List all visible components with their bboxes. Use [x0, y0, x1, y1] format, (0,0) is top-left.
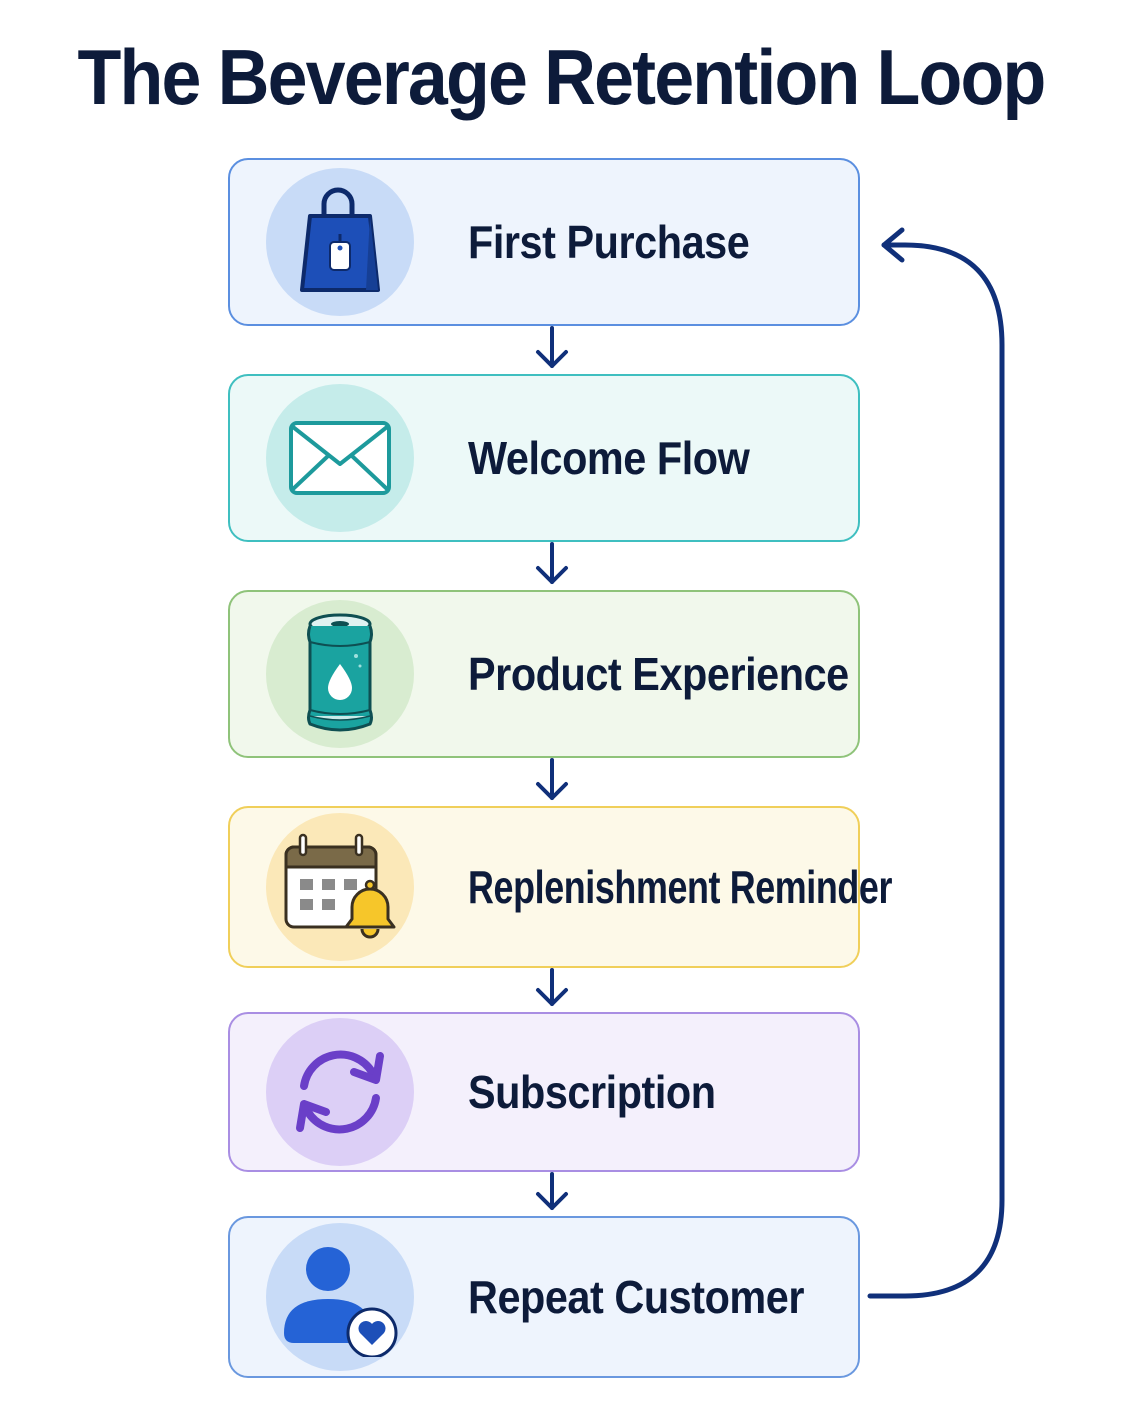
step-repeat-customer: Repeat Customer: [228, 1216, 860, 1378]
customer-heart-icon: [266, 1223, 414, 1371]
step-welcome-flow: Welcome Flow: [228, 374, 860, 542]
step-first-purchase: First Purchase: [228, 158, 860, 326]
down-arrow-4: [536, 968, 568, 1006]
loop-back-arrow: [867, 227, 1005, 1299]
step-product-experience: Product Experience: [228, 590, 860, 758]
step-label: Product Experience: [468, 648, 849, 700]
step-label: Subscription: [468, 1066, 716, 1118]
step-subscription: Subscription: [228, 1012, 860, 1172]
shopping-bag-icon: [266, 168, 414, 316]
beverage-can-icon: [266, 600, 414, 748]
calendar-bell-icon: [266, 813, 414, 961]
step-label: Replenishment Reminder: [468, 861, 893, 913]
diagram-title: The Beverage Retention Loop: [77, 33, 1046, 121]
step-label: Welcome Flow: [468, 432, 750, 484]
down-arrow-5: [536, 1172, 568, 1210]
envelope-icon: [266, 384, 414, 532]
refresh-cycle-icon: [266, 1018, 414, 1166]
down-arrow-1: [536, 326, 568, 368]
down-arrow-3: [536, 758, 568, 800]
step-replenishment-reminder: Replenishment Reminder: [228, 806, 892, 968]
step-label: First Purchase: [468, 216, 750, 268]
down-arrow-2: [536, 542, 568, 584]
step-label: Repeat Customer: [468, 1271, 805, 1323]
